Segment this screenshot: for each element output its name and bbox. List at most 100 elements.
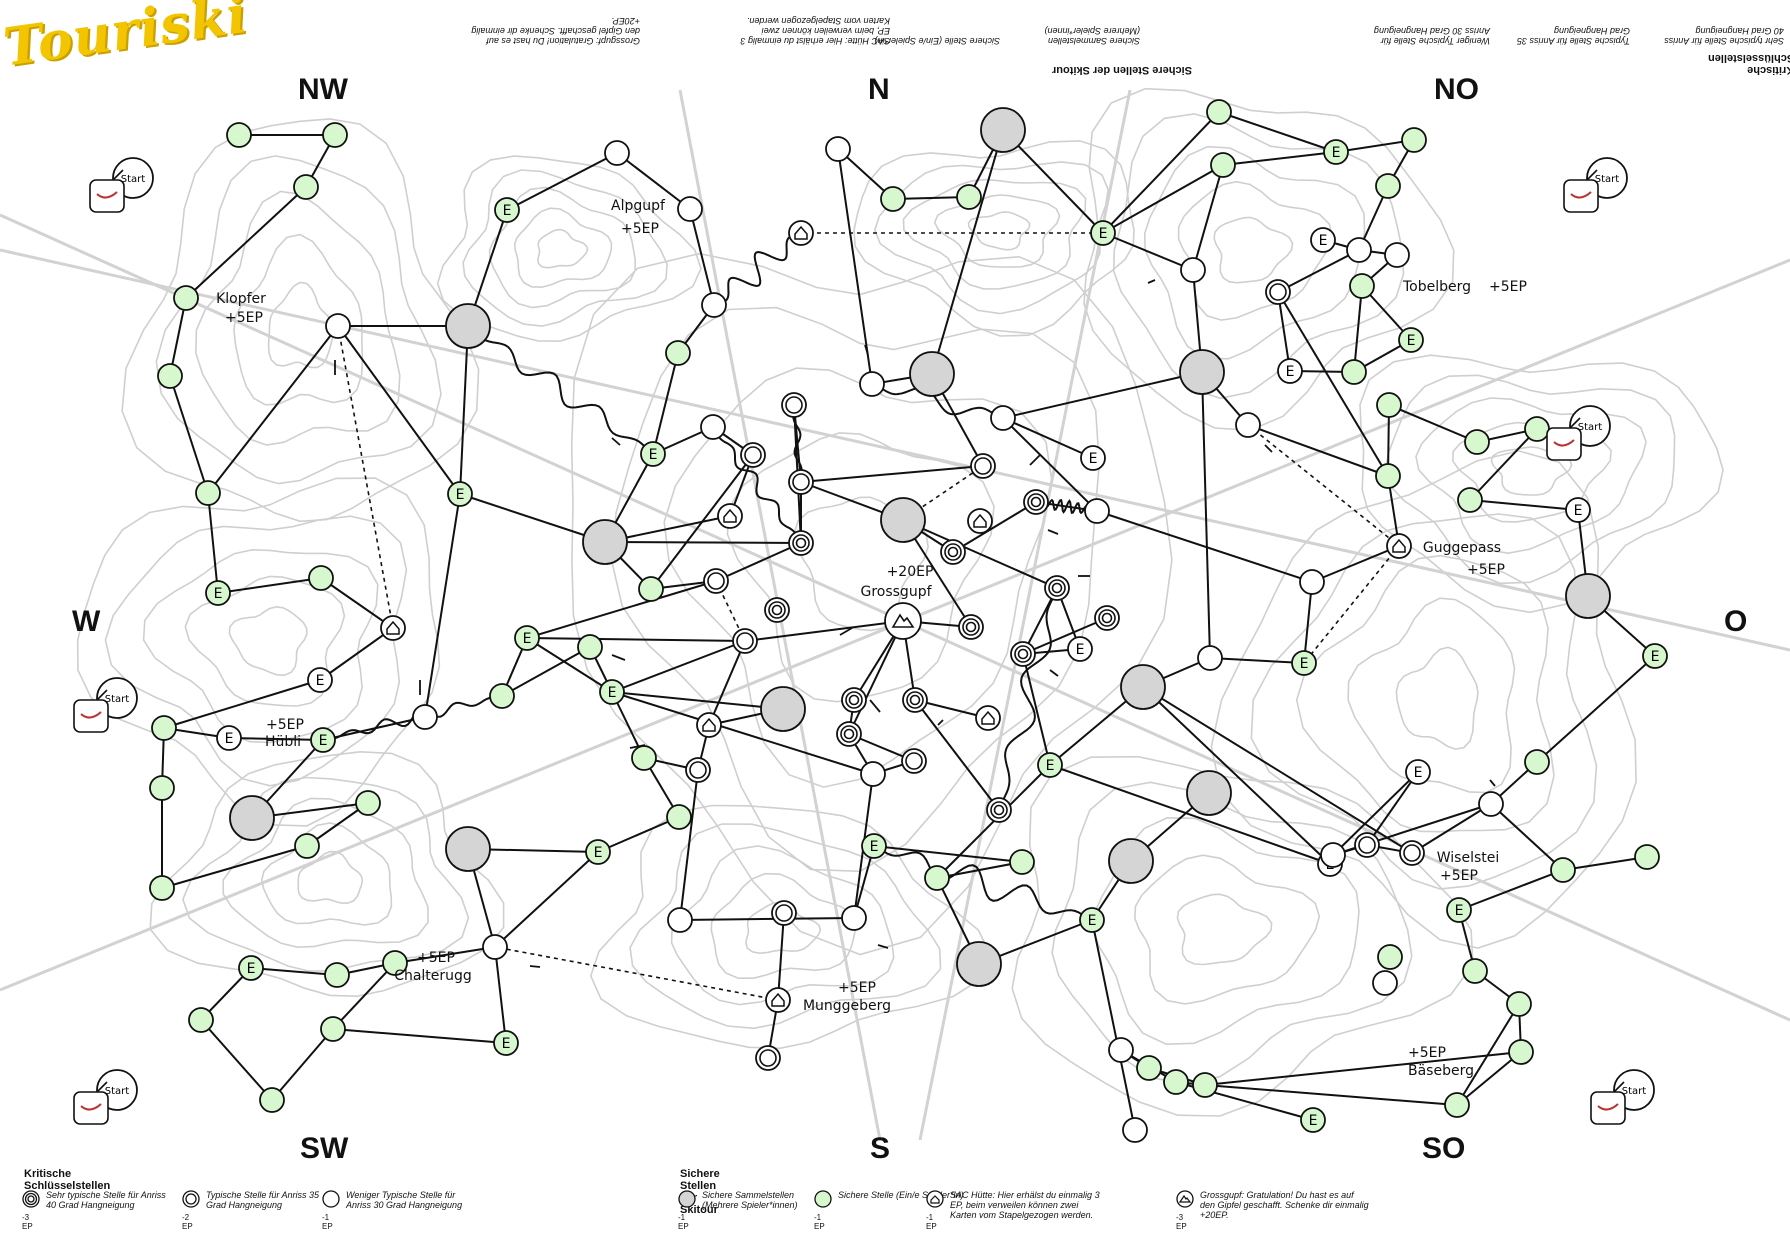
safe-spot-node[interactable]: E — [205, 580, 231, 606]
typical-slope-node[interactable] — [1354, 832, 1380, 858]
safe-spot-node[interactable] — [226, 122, 252, 148]
start-no-node[interactable]: Start — [1563, 157, 1628, 213]
trail-node[interactable]: E — [1405, 759, 1431, 785]
trail-node[interactable]: E — [1277, 358, 1303, 384]
safe-spot-node[interactable] — [324, 962, 350, 988]
typical-slope-node[interactable] — [781, 392, 807, 418]
safe-spot-node[interactable]: E — [1090, 220, 1116, 246]
safe-spot-node[interactable] — [1462, 958, 1488, 984]
safe-spot-node[interactable]: E — [1291, 650, 1317, 676]
collect-point-node[interactable] — [1179, 349, 1225, 395]
collect-point-node[interactable] — [1120, 664, 1166, 710]
safe-spot-node[interactable] — [665, 340, 691, 366]
safe-spot-node[interactable] — [149, 875, 175, 901]
safe-spot-node[interactable] — [382, 950, 408, 976]
trail-node[interactable] — [1084, 498, 1110, 524]
safe-spot-node[interactable] — [149, 775, 175, 801]
typical-slope-node[interactable] — [685, 757, 711, 783]
safe-spot-node[interactable] — [1377, 944, 1403, 970]
trail-node[interactable] — [412, 704, 438, 730]
typical-slope-node[interactable] — [901, 748, 927, 774]
collect-point-node[interactable] — [956, 941, 1002, 987]
safe-spot-node[interactable] — [1206, 99, 1232, 125]
trail-node[interactable] — [1372, 970, 1398, 996]
very-typical-slope-node[interactable] — [958, 614, 984, 640]
summit-node[interactable] — [884, 602, 922, 640]
safe-spot-node[interactable]: E — [1037, 752, 1063, 778]
safe-spot-node[interactable] — [320, 1016, 346, 1042]
very-typical-slope-node[interactable] — [764, 597, 790, 623]
safe-spot-node[interactable]: E — [238, 955, 264, 981]
safe-spot-node[interactable]: E — [640, 441, 666, 467]
safe-spot-node[interactable] — [1444, 1092, 1470, 1118]
very-typical-slope-node[interactable] — [1023, 489, 1049, 515]
start-o-node[interactable]: Start — [1546, 405, 1611, 461]
hut-node[interactable] — [1386, 533, 1412, 559]
trail-node[interactable]: E — [216, 725, 242, 751]
safe-spot-node[interactable] — [1506, 991, 1532, 1017]
typical-slope-node[interactable] — [740, 442, 766, 468]
safe-spot-node[interactable]: E — [494, 197, 520, 223]
safe-spot-node[interactable] — [1634, 844, 1660, 870]
safe-spot-node[interactable]: E — [493, 1030, 519, 1056]
safe-spot-node[interactable] — [157, 363, 183, 389]
hut-node[interactable] — [975, 705, 1001, 731]
collect-point-node[interactable] — [229, 795, 275, 841]
very-typical-slope-node[interactable] — [1094, 605, 1120, 631]
trail-node[interactable] — [1235, 412, 1261, 438]
very-typical-slope-node[interactable] — [1010, 641, 1036, 667]
safe-spot-node[interactable]: E — [1300, 1107, 1326, 1133]
safe-spot-node[interactable] — [195, 480, 221, 506]
collect-point-node[interactable] — [1565, 573, 1611, 619]
trail-node[interactable]: E — [1310, 227, 1336, 253]
safe-spot-node[interactable] — [1401, 127, 1427, 153]
collect-point-node[interactable] — [760, 686, 806, 732]
safe-spot-node[interactable] — [293, 174, 319, 200]
trail-node[interactable]: E — [1067, 636, 1093, 662]
safe-spot-node[interactable]: E — [1642, 643, 1668, 669]
trail-node[interactable] — [701, 292, 727, 318]
safe-spot-node[interactable] — [1136, 1055, 1162, 1081]
trail-node[interactable]: E — [1565, 497, 1591, 523]
hut-node[interactable] — [788, 220, 814, 246]
collect-point-node[interactable] — [445, 303, 491, 349]
safe-spot-node[interactable]: E — [310, 727, 336, 753]
collect-point-node[interactable] — [1186, 770, 1232, 816]
typical-slope-node[interactable] — [788, 469, 814, 495]
very-typical-slope-node[interactable] — [841, 687, 867, 713]
very-typical-slope-node[interactable] — [940, 539, 966, 565]
safe-spot-node[interactable] — [1375, 173, 1401, 199]
typical-slope-node[interactable] — [1399, 840, 1425, 866]
very-typical-slope-node[interactable] — [986, 797, 1012, 823]
trail-node[interactable] — [841, 905, 867, 931]
collect-point-node[interactable] — [980, 107, 1026, 153]
collect-point-node[interactable] — [1108, 838, 1154, 884]
safe-spot-node[interactable]: E — [599, 679, 625, 705]
trail-node[interactable] — [1122, 1117, 1148, 1143]
safe-spot-node[interactable] — [1524, 749, 1550, 775]
trail-node[interactable] — [325, 313, 351, 339]
trail-node[interactable]: E — [1080, 445, 1106, 471]
trail-node[interactable] — [667, 907, 693, 933]
safe-spot-node[interactable] — [1464, 429, 1490, 455]
hut-node[interactable] — [967, 508, 993, 534]
trail-node[interactable] — [1478, 791, 1504, 817]
collect-point-node[interactable] — [880, 497, 926, 543]
typical-slope-node[interactable] — [703, 568, 729, 594]
collect-point-node[interactable] — [909, 351, 955, 397]
safe-spot-node[interactable] — [173, 285, 199, 311]
safe-spot-node[interactable]: E — [514, 625, 540, 651]
start-so-node[interactable]: Start — [1590, 1069, 1655, 1125]
very-typical-slope-node[interactable] — [836, 721, 862, 747]
trail-node[interactable] — [990, 405, 1016, 431]
hut-node[interactable] — [765, 987, 791, 1013]
safe-spot-node[interactable] — [1009, 849, 1035, 875]
safe-spot-node[interactable] — [631, 745, 657, 771]
safe-spot-node[interactable] — [1163, 1069, 1189, 1095]
trail-node[interactable] — [700, 414, 726, 440]
safe-spot-node[interactable] — [1524, 416, 1550, 442]
typical-slope-node[interactable] — [970, 453, 996, 479]
trail-node[interactable] — [1180, 257, 1206, 283]
trail-node[interactable] — [482, 934, 508, 960]
hut-node[interactable] — [380, 615, 406, 641]
